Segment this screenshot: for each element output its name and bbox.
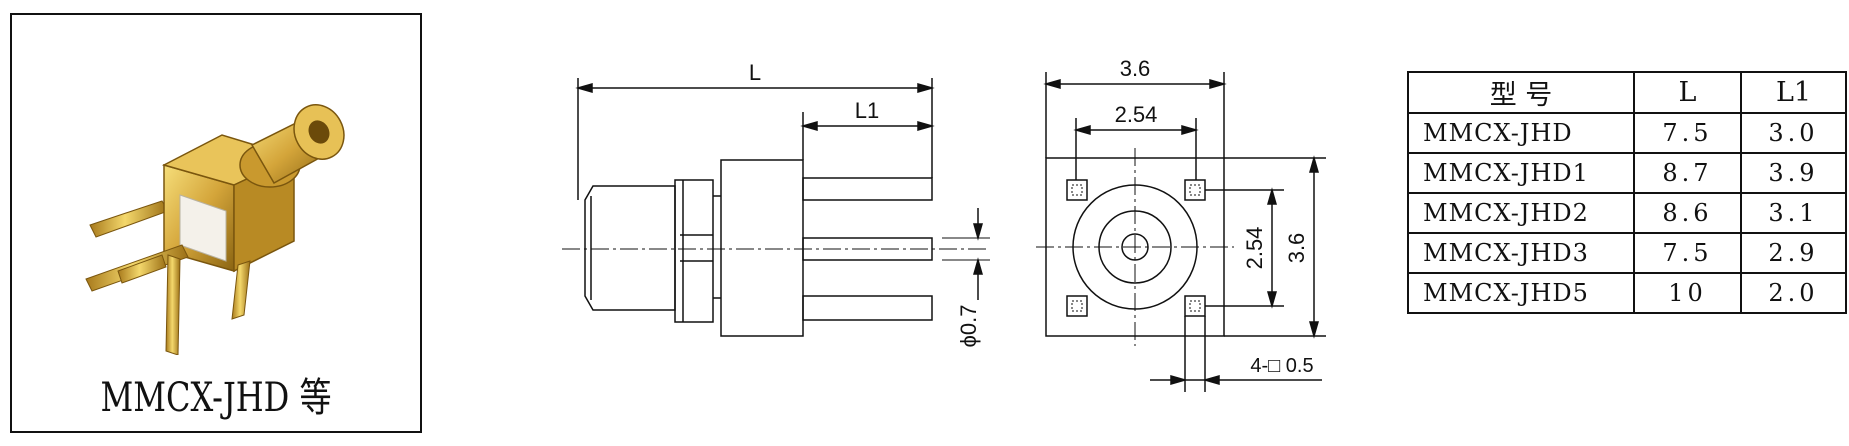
- cell-L1: 3.9: [1740, 152, 1847, 194]
- cell-L1: 3.0: [1740, 112, 1847, 154]
- cell-L1: 2.0: [1740, 272, 1847, 314]
- cell-L: 8.6: [1633, 192, 1742, 234]
- label-height: 3.6: [1284, 233, 1309, 264]
- connector-illustration: [85, 104, 345, 355]
- table-row: MMCX-JHD3 7.5 2.9: [1407, 232, 1847, 274]
- middle-circle: [1098, 210, 1172, 284]
- front-view: [1036, 72, 1326, 392]
- label-width: 3.6: [1120, 56, 1151, 81]
- cell-model: MMCX-JHD3: [1407, 232, 1635, 274]
- cell-model: MMCX-JHD: [1407, 112, 1635, 154]
- table-row: MMCX-JHD1 8.7 3.9: [1407, 152, 1847, 194]
- product-photo-frame: MMCX-JHD 等: [10, 13, 422, 433]
- label-L: L: [749, 60, 761, 85]
- header-L1: L1: [1740, 71, 1847, 114]
- pin-pad-tl: [1066, 179, 1088, 201]
- pin-back-left: [89, 200, 169, 238]
- snout-outline: [584, 185, 676, 311]
- side-view: [562, 78, 990, 337]
- housing-square: [1045, 157, 1225, 337]
- barrel-hole: [308, 120, 330, 144]
- pin-pad-bl: [1066, 295, 1088, 317]
- pin-vertical-2: [231, 260, 251, 320]
- table-row: MMCX-JHD 7.5 3.0: [1407, 112, 1847, 154]
- pin-bottom: [802, 295, 933, 321]
- label-pin-diameter: ϕ0.7: [956, 305, 981, 348]
- cell-model: MMCX-JHD2: [1407, 192, 1635, 234]
- cell-L: 10: [1633, 272, 1742, 314]
- pin-middle: [802, 237, 933, 261]
- pin-vertical: [165, 254, 181, 355]
- outer-circle: [1072, 184, 1198, 310]
- label-pin-square: 4-□ 0.5: [1250, 355, 1313, 377]
- pin-top: [802, 177, 933, 201]
- body-block: [720, 159, 804, 337]
- cell-L: 7.5: [1633, 232, 1742, 274]
- photo-caption: MMCX-JHD 等: [100, 375, 332, 421]
- label-L1: L1: [855, 98, 879, 123]
- cell-L1: 2.9: [1740, 232, 1847, 274]
- cell-L1: 3.1: [1740, 192, 1847, 234]
- pin-pad-br: [1184, 295, 1206, 317]
- cell-model: MMCX-JHD5: [1407, 272, 1635, 314]
- label-pitch-v: 2.54: [1242, 227, 1267, 270]
- table-header-row: 型 号 L L1: [1407, 71, 1847, 114]
- cell-L: 7.5: [1633, 112, 1742, 154]
- header-L: L: [1633, 71, 1742, 114]
- table-row: MMCX-JHD2 8.6 3.1: [1407, 192, 1847, 234]
- pin-pad-tr: [1184, 179, 1206, 201]
- cell-L: 8.7: [1633, 152, 1742, 194]
- spec-table: 型 号 L L1 MMCX-JHD 7.5 3.0 MMCX-JHD1 8.7 …: [1407, 71, 1847, 314]
- header-model: 型 号: [1407, 71, 1635, 114]
- cell-model: MMCX-JHD1: [1407, 152, 1635, 194]
- inner-circle: [1121, 233, 1149, 261]
- collar: [674, 179, 714, 323]
- insulator: [179, 194, 227, 262]
- table-row: MMCX-JHD5 10 2.0: [1407, 272, 1847, 314]
- pin-front-2: [117, 254, 167, 284]
- label-pitch-h: 2.54: [1115, 102, 1158, 127]
